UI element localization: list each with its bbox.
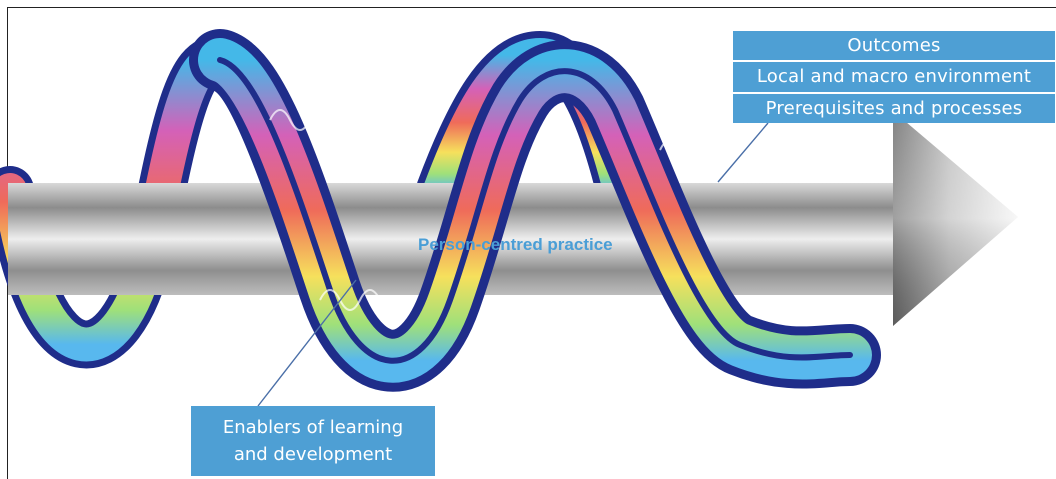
- helix-ribbon: [189, 29, 881, 392]
- callout-line-environment: Local and macro environment: [733, 60, 1055, 91]
- callout-line-enablers-1: Enablers of learning: [222, 417, 404, 438]
- outcomes-callout: Outcomes Local and macro environment Pre…: [733, 31, 1055, 123]
- enablers-callout: Enablers of learning and development: [191, 406, 435, 476]
- center-label: Person-centred practice: [418, 235, 613, 254]
- callout-line-outcomes: Outcomes: [847, 35, 941, 57]
- callout-line-prerequisites: Prerequisites and processes: [733, 91, 1055, 123]
- callout-line-enablers-2: and development: [233, 444, 393, 465]
- leader-line-top: [717, 122, 769, 183]
- leader-line-bottom: [257, 279, 357, 407]
